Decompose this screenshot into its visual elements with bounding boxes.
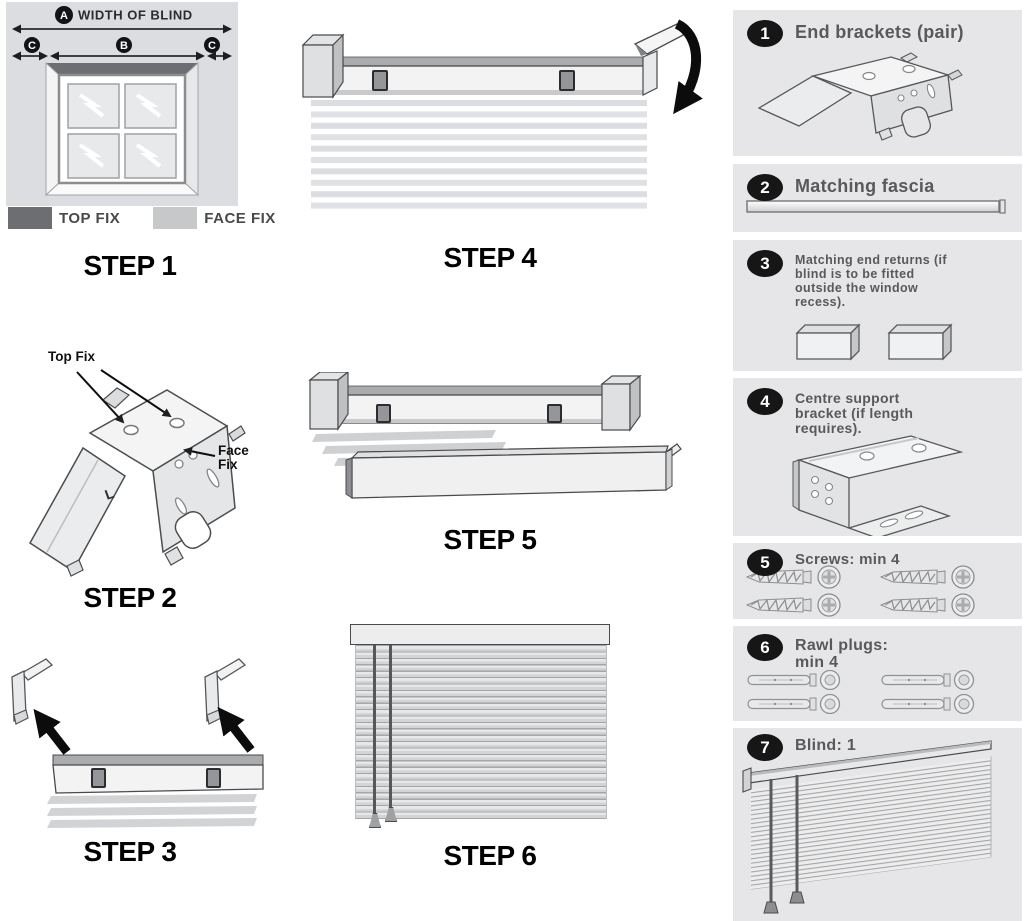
badge-c-right-letter: C — [208, 40, 216, 52]
headrail-illustration — [308, 372, 642, 432]
bracket-clip-icon — [91, 768, 106, 788]
step4-caption: STEP 4 — [443, 242, 537, 273]
face-fix-swatch — [153, 207, 198, 229]
end-bracket-illustration: L — [29, 369, 246, 577]
step4-figure — [301, 19, 703, 209]
slats-icon — [311, 100, 647, 209]
rawl-plugs-illustration — [745, 670, 997, 714]
rawl-plug-icon — [881, 670, 975, 690]
step2-caption: STEP 2 — [83, 582, 177, 613]
badge-a-letter: A — [60, 10, 68, 22]
width-of-blind-label: WIDTH OF BLIND — [78, 8, 193, 23]
slats-icon — [355, 645, 607, 819]
item-label: Matching fascia — [795, 176, 935, 196]
face-fix-arrow-icon — [183, 446, 216, 457]
screw-icon — [745, 593, 841, 617]
blind-illustration — [742, 740, 992, 914]
face-fix-legend-label: FACE FIX — [204, 209, 276, 227]
item-label: End brackets (pair) — [795, 22, 964, 42]
glass-reflection-icon — [78, 93, 162, 168]
headrail-illustration — [52, 754, 264, 794]
face-fix-callout: Face Fix — [218, 443, 249, 473]
step6-caption: STEP 6 — [443, 840, 537, 871]
item-label: Screws: min 4 — [795, 551, 900, 568]
step3-figure — [11, 658, 264, 828]
badge-c-left-icon — [24, 37, 40, 53]
step1-caption: STEP 1 — [83, 250, 177, 281]
screw-icon — [879, 593, 975, 617]
lift-arrow-right-icon — [217, 706, 255, 753]
step5-caption: STEP 5 — [443, 524, 537, 555]
bracket-clip-icon — [547, 404, 562, 423]
top-fix-callout: Top Fix — [48, 349, 95, 364]
rawl-plug-icon — [747, 670, 841, 690]
item-number-badge: 2 — [747, 174, 783, 201]
step5-figure — [308, 372, 682, 499]
parts-item-fascia: 2 Matching fascia — [733, 164, 1022, 232]
cord-tassel-icon — [763, 901, 779, 914]
cord-icon — [389, 645, 392, 809]
parts-list: 1 End brackets (pair) 2 — [733, 0, 1022, 921]
step2-figure: L Top Fix Face Fix — [15, 338, 285, 590]
item-number-badge: 1 — [747, 20, 783, 47]
item-label: Blind: 1 — [795, 737, 857, 754]
step6-figure — [350, 622, 612, 828]
wall-bracket-left-illustration — [11, 658, 54, 725]
badge-b-letter: B — [120, 40, 128, 52]
window-illustration — [44, 61, 200, 197]
item-number-badge: 6 — [747, 634, 783, 661]
fixing-legend: TOP FIX FACE FIX — [8, 207, 276, 229]
cord-tassel-icon — [789, 891, 805, 904]
parts-item-screws: 5 Screws: min 4 — [733, 543, 1022, 619]
step3-caption: STEP 3 — [83, 836, 177, 867]
bracket-clip-icon — [559, 70, 575, 91]
fascia-illustration — [746, 199, 1006, 214]
top-fix-arrows-icon — [76, 369, 172, 424]
item-number-badge: 7 — [747, 734, 783, 761]
headrail-illustration — [301, 23, 691, 99]
item-label: Matching end returns (if blind is to be … — [795, 253, 947, 309]
top-fix-swatch — [8, 207, 52, 229]
slat-shadow-icon — [47, 794, 257, 828]
badge-a-icon — [55, 6, 73, 24]
badge-c-left-letter: C — [28, 40, 36, 52]
bracket-clip-icon — [206, 768, 221, 788]
item-number-badge: 5 — [747, 549, 783, 576]
parts-item-rawl-plugs: 6 Rawl plugs: min 4 — [733, 626, 1022, 721]
top-fix-legend-label: TOP FIX — [59, 209, 121, 227]
headrail-illustration — [350, 624, 610, 645]
parts-item-centre-support: 4 Centre support bracket (if length requ… — [733, 378, 1022, 536]
parts-item-end-brackets: 1 End brackets (pair) — [733, 10, 1022, 156]
item-number-badge: 4 — [747, 388, 783, 415]
rotate-arrow-icon — [673, 19, 703, 115]
bracket-clip-icon — [372, 70, 388, 91]
badge-b-icon — [116, 37, 132, 53]
screw-icon — [879, 565, 975, 589]
lift-arrow-left-icon — [33, 708, 71, 755]
fascia-illustration — [345, 443, 682, 499]
item-label: Rawl plugs: min 4 — [795, 637, 889, 672]
rawl-plug-icon — [881, 694, 975, 714]
parts-item-blind: 7 Blind: 1 — [733, 728, 1022, 921]
end-returns-illustration — [795, 323, 953, 361]
step1-measuring-diagram: A WIDTH OF BLIND C B C — [6, 2, 238, 206]
item-label: Centre support bracket (if length requir… — [795, 390, 914, 436]
centre-support-bracket-illustration — [792, 435, 964, 536]
rawl-plug-icon — [747, 694, 841, 714]
parts-item-end-returns: 3 Matching end returns (if blind is to b… — [733, 240, 1022, 371]
end-bracket-illustration — [757, 52, 963, 141]
cord-icon — [373, 645, 376, 815]
item-number-badge: 3 — [747, 250, 783, 277]
bracket-clip-icon — [376, 404, 391, 423]
badge-c-right-icon — [204, 37, 220, 53]
wall-bracket-right-illustration — [204, 658, 247, 725]
